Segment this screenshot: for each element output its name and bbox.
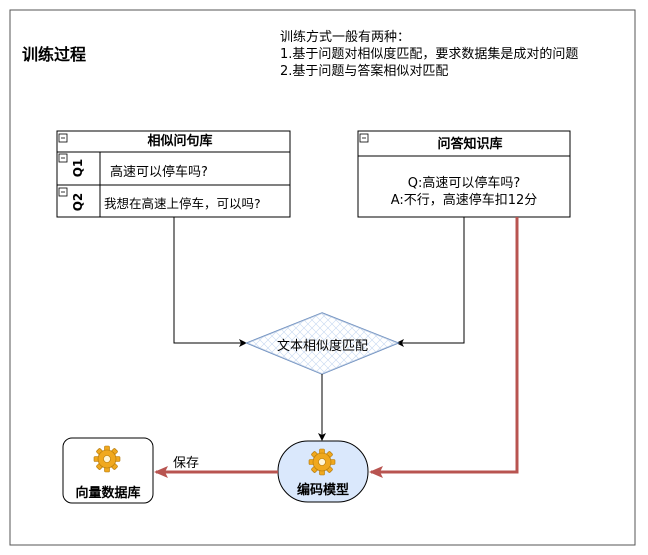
row-label-q2: Q2	[71, 192, 85, 212]
diagram-title: 训练过程	[22, 45, 87, 64]
gear-icon	[308, 448, 336, 476]
similar-questions-table	[56, 130, 291, 218]
similar-questions-title: 相似问句库	[147, 134, 213, 149]
vector-db-label: 向量数据库	[75, 486, 141, 501]
gear-icon	[93, 445, 121, 473]
note-line-1: 训练方式一般有两种：	[280, 30, 411, 45]
qa-db-title: 问答知识库	[437, 137, 503, 152]
qa-db-question: Q:高速可以停车吗?	[407, 176, 521, 191]
row-text-q2: 我想在高速上停车，可以吗?	[104, 196, 261, 211]
qa-to-encoder-arrow	[369, 217, 519, 478]
connector-right	[396, 217, 465, 347]
qa-db-answer: A:不行，高速停车扣12分	[390, 193, 538, 208]
connector-left	[173, 217, 247, 347]
match-node-label: 文本相似度匹配	[276, 339, 368, 354]
qa-knowledge-box	[357, 130, 571, 218]
row-text-q1: 高速可以停车吗?	[110, 165, 208, 180]
row-label-q1: Q1	[71, 158, 85, 178]
save-edge-label: 保存	[173, 456, 200, 471]
encoder-node-label: 编码模型	[296, 483, 349, 498]
note-line-3: 2.基于问题与答案相似对匹配	[280, 64, 449, 79]
note-line-2: 1.基于问题对相似度匹配，要求数据集是成对的问题	[280, 47, 579, 62]
